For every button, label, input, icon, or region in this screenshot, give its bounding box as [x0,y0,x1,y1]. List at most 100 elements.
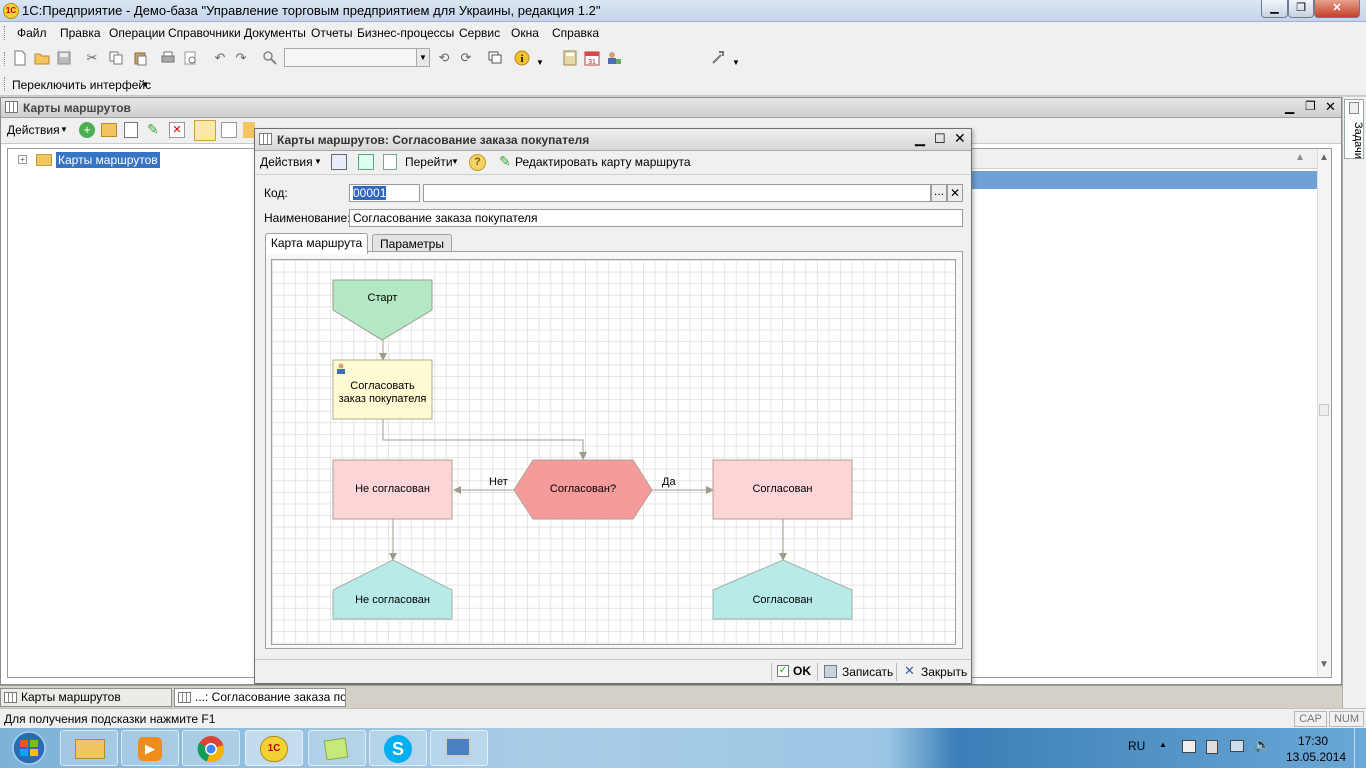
taskbar-skype[interactable]: S [369,730,427,766]
close-button[interactable]: ✕ [1314,0,1360,18]
list-window-close-icon[interactable]: ✕ [1325,99,1336,114]
new-document-icon[interactable] [12,50,28,66]
help-icon[interactable]: ? [469,154,486,171]
menu-business-processes[interactable]: Бизнес-процессы [357,26,455,40]
search-icon[interactable] [262,50,278,66]
code-extra-field[interactable] [423,184,931,202]
cut-icon[interactable]: ✂ [86,50,98,65]
refresh-icon[interactable] [358,154,374,170]
edit-route-map-button[interactable]: Редактировать карту маршрута [515,155,691,169]
goto-dropdown-icon[interactable]: ▼ [451,157,459,166]
ok-button[interactable]: OK [793,664,811,678]
tray-expand-icon[interactable]: ▲ [1159,740,1167,749]
switch-interface-button[interactable]: Переключить интерфейс [12,78,152,92]
find-next-icon[interactable]: ⟲ [438,50,450,65]
info-icon[interactable]: i [514,50,530,66]
add-group-icon[interactable] [101,123,117,137]
calendar-icon[interactable]: 31 [584,50,600,66]
paste-icon[interactable] [132,50,148,66]
undo-icon[interactable]: ↶ [214,50,226,65]
menu-operations[interactable]: Операции [109,26,166,40]
tree-item-route-maps[interactable]: Карты маршрутов [56,152,160,168]
goto-menu[interactable]: Перейти [405,155,453,169]
info-dropdown-icon[interactable]: ▼ [536,58,544,67]
list-window-minimize-icon[interactable]: ▁ [1285,100,1295,114]
redo-icon[interactable]: ↷ [235,50,247,65]
open-folder-icon[interactable] [34,50,50,66]
menu-catalogs[interactable]: Справочники [168,26,241,40]
search-field[interactable] [284,48,430,67]
tasks-panel-tab[interactable] [1344,99,1364,159]
start-button[interactable] [2,730,56,766]
dialog-minimize-icon[interactable]: ▁ [915,131,925,146]
code-field[interactable]: 00001 [349,184,420,202]
language-indicator[interactable]: RU [1128,739,1146,753]
print-preview-icon[interactable] [182,50,198,66]
volume-icon[interactable]: 🔈 [1254,737,1271,752]
taskbar-explorer[interactable] [60,730,118,766]
window-tab-route-maps[interactable]: Карты маршрутов [0,688,172,707]
copy-document-icon[interactable] [383,154,397,170]
clear-button[interactable]: ✕ [947,184,963,202]
taskbar-chrome[interactable] [182,730,240,766]
list-actions-dropdown-icon[interactable]: ▼ [60,125,68,134]
print-icon[interactable] [160,50,176,66]
dialog-close-icon[interactable]: ✕ [954,130,966,146]
taskbar-1c[interactable]: 1C [245,730,303,766]
tools-icon[interactable] [710,50,726,66]
add-icon[interactable]: + [79,122,95,138]
name-field[interactable]: Согласование заказа покупателя [349,209,963,227]
taskbar-notes[interactable] [308,730,366,766]
dialog-maximize-icon[interactable]: ☐ [934,131,946,146]
menu-help[interactable]: Справка [552,26,600,40]
tab-parameters[interactable]: Параметры [372,234,452,254]
device-icon[interactable] [1206,740,1218,754]
copy-item-icon[interactable] [124,122,138,138]
menu-windows[interactable]: Окна [511,26,539,40]
restore-button[interactable]: ❐ [1288,0,1314,18]
taskbar-network[interactable] [430,730,488,766]
copy-icon[interactable] [108,50,124,66]
menu-edit[interactable]: Правка [60,26,101,40]
sort-icon[interactable]: ▲ [1295,152,1305,163]
select-button[interactable]: … [931,184,947,202]
menu-documents[interactable]: Документы [244,26,306,40]
tree-view-toggle[interactable] [194,120,216,141]
show-desktop-button[interactable] [1354,728,1366,768]
find-prev-icon[interactable]: ⟳ [460,50,472,65]
scroll-up-icon[interactable]: ▲ [1319,152,1329,163]
edit-icon[interactable]: ✎ [147,121,159,137]
menu-reports[interactable]: Отчеты [311,26,353,40]
menu-file[interactable]: Файл [17,26,47,40]
tab-route-map[interactable]: Карта маршрута [265,233,368,254]
hierarchy-icon[interactable] [221,122,237,138]
network-tray-icon[interactable] [1230,740,1244,752]
dialog-actions-menu[interactable]: Действия [260,155,313,169]
window-tab-approval[interactable]: ...: Согласование заказа по... [174,688,346,707]
user-settings-icon[interactable] [606,50,622,66]
tasks-label[interactable]: Задачи [1352,121,1364,159]
save-and-close-icon[interactable] [331,154,347,170]
scroll-thumb[interactable] [1319,404,1329,416]
search-dropdown-button[interactable]: ▼ [416,48,430,67]
menu-service[interactable]: Сервис [459,26,501,40]
list-actions-menu[interactable]: Действия [7,123,60,137]
minimize-button[interactable]: ▁ [1261,0,1288,18]
list-row-selected[interactable] [967,171,1317,189]
delete-icon[interactable]: ✕ [169,122,185,138]
switch-interface-arrow-icon[interactable]: ▼ [141,80,149,89]
taskbar-media-player[interactable]: ▶ [121,730,179,766]
action-center-icon[interactable] [1182,740,1196,753]
close-dialog-button[interactable]: Закрыть [921,665,968,679]
windows-icon[interactable] [487,50,503,66]
dialog-actions-dropdown-icon[interactable]: ▼ [314,157,322,166]
folder-up-icon[interactable] [243,122,255,138]
clock-time[interactable]: 17:30 [1298,734,1329,748]
save-icon[interactable] [56,50,72,66]
save-button[interactable]: Записать [842,665,894,679]
scroll-down-icon[interactable]: ▼ [1319,659,1329,670]
calculator-icon[interactable] [562,50,578,66]
edit-route-map-icon[interactable]: ✎ [499,153,511,169]
tools-dropdown-icon[interactable]: ▼ [732,58,740,67]
list-window-restore-icon[interactable]: ❐ [1305,99,1316,113]
